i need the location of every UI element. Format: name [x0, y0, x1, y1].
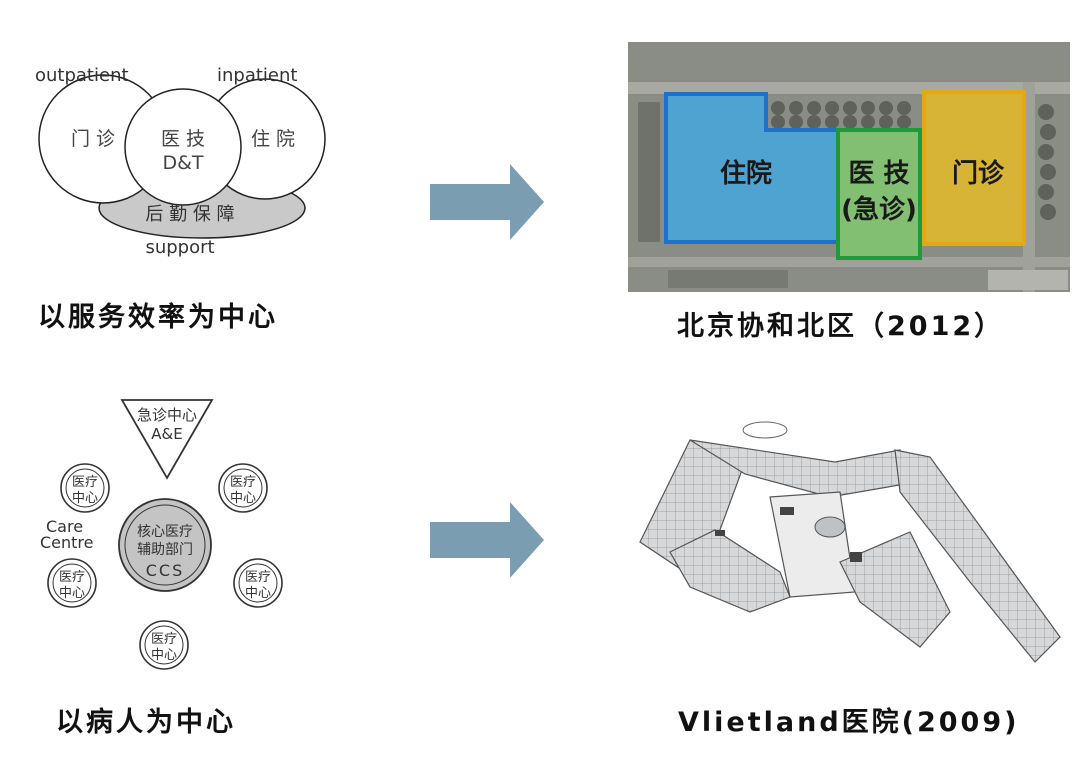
- caption-patient: 以病人为中心: [56, 707, 236, 738]
- support-label: support: [145, 237, 214, 258]
- outpatient-label: outpatient: [35, 65, 129, 86]
- zone-dt-label: 医 技: [848, 159, 909, 189]
- svg-text:中心: 中心: [72, 491, 98, 506]
- svg-text:医疗: 医疗: [230, 475, 256, 490]
- svg-text:中心: 中心: [230, 491, 256, 506]
- ccs-line3: CCS: [146, 561, 185, 580]
- support-cn: 后 勤 保 障: [145, 204, 234, 225]
- zone-inpatient-label: 住院: [720, 158, 772, 189]
- efficiency-diagram: outpatient inpatient 门 诊 医 技 D&T 住 院 后 勤…: [35, 65, 326, 258]
- arrow-right-icon: [430, 502, 544, 578]
- caption-efficiency: 以服务效率为中心: [38, 302, 278, 333]
- dt-cn: 医 技: [161, 128, 205, 150]
- medical-centre-bottom: 医疗 中心: [139, 620, 189, 670]
- arrow-right-icon: [430, 164, 544, 240]
- pumch-aerial-plan: 住院 医 技 (急诊) 门诊: [628, 42, 1070, 292]
- caption-pumch: 北京协和北区（2012）: [677, 311, 1005, 342]
- ae-line2: A&E: [151, 425, 182, 443]
- medical-centre-top-right: 医疗 中心: [218, 463, 268, 513]
- dt-en: D&T: [162, 152, 203, 174]
- ae-line1: 急诊中心: [137, 406, 197, 424]
- zone-outpatient-label: 门诊: [952, 158, 1005, 189]
- inpatient-label: inpatient: [217, 65, 297, 86]
- svg-text:中心: 中心: [245, 586, 271, 601]
- care-centre-line2: Centre: [40, 533, 94, 552]
- caption-vlietland: Vlietland医院(2009): [678, 707, 1020, 738]
- outpatient-cn: 门 诊: [71, 128, 115, 150]
- vlietland-floor-plan: [639, 421, 1061, 663]
- ccs-line2: 辅助部门: [137, 542, 193, 558]
- medical-centre-mid-left: 医疗 中心: [47, 558, 97, 608]
- plan-right-wing: [894, 449, 1061, 663]
- plan-lower-middle: [839, 531, 951, 648]
- svg-text:中心: 中心: [59, 586, 85, 601]
- zone-outpatient: [922, 90, 1026, 246]
- medical-centre-mid-right: 医疗 中心: [233, 558, 283, 608]
- ccs-line1: 核心医疗: [137, 524, 193, 540]
- ae-triangle: [120, 399, 214, 480]
- ccs-circle: [118, 498, 212, 592]
- dt-circle: [124, 88, 242, 206]
- medical-centre-top-left: 医疗 中心: [60, 463, 110, 513]
- svg-text:医疗: 医疗: [72, 475, 98, 490]
- patient-centred-diagram: 急诊中心 A&E 医疗 中心 医疗 中心 医疗 中心 医疗 中心 医疗 中心 C…: [40, 399, 283, 670]
- svg-text:中心: 中心: [151, 648, 177, 663]
- svg-text:医疗: 医疗: [151, 632, 177, 647]
- care-centre-line1: Care: [46, 517, 83, 536]
- svg-text:医疗: 医疗: [59, 570, 85, 585]
- zone-dt: [836, 128, 922, 260]
- inpatient-cn: 住 院: [251, 128, 295, 150]
- zone-dt-sublabel: (急诊): [841, 194, 917, 225]
- plan-left-wing: [639, 439, 746, 573]
- svg-text:医疗: 医疗: [245, 570, 271, 585]
